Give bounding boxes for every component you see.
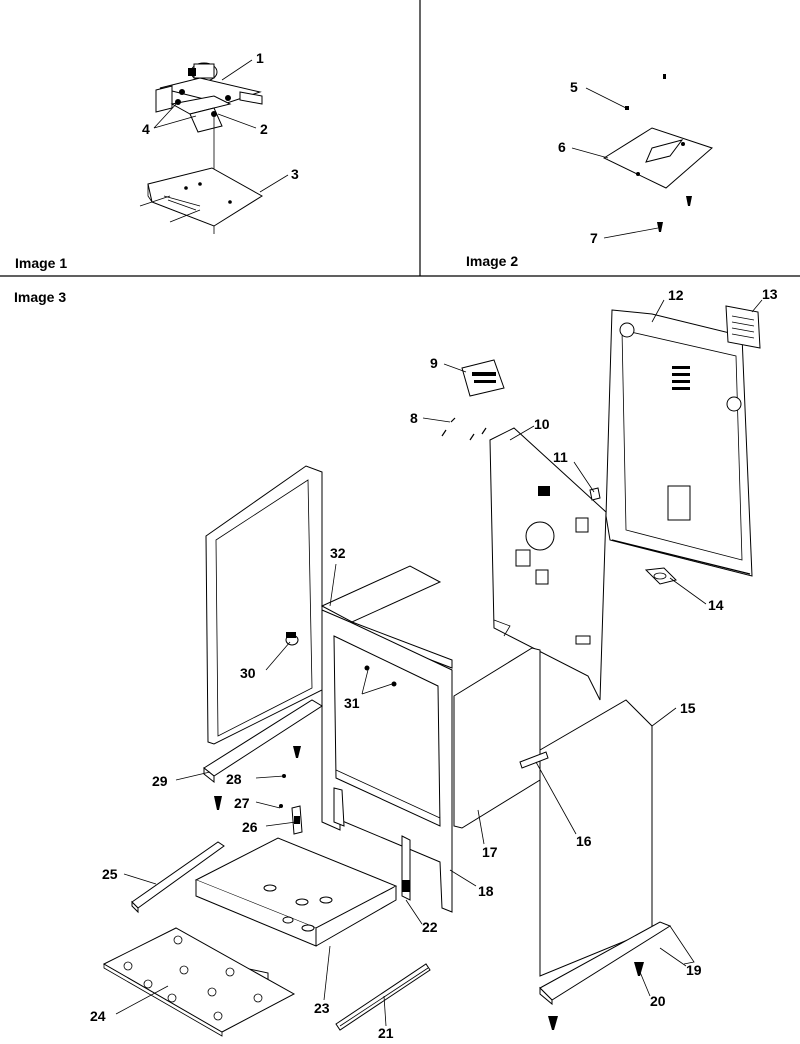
callout-28: 28 [226, 771, 242, 787]
callout-17: 17 [482, 844, 498, 860]
part-31-screws [364, 665, 397, 687]
callout-11: 11 [553, 449, 568, 465]
legs-left [214, 746, 301, 810]
callout-4: 4 [142, 121, 150, 137]
callout-30: 30 [240, 665, 256, 681]
callout-2: 2 [260, 121, 268, 137]
panel-title-image-3: Image 3 [14, 289, 66, 305]
part-27-screw [279, 804, 283, 808]
callout-31: 31 [344, 695, 360, 711]
callout-6: 6 [558, 139, 566, 155]
part-6-bracket [602, 127, 713, 189]
part-26-hinge [291, 805, 303, 835]
callout-26: 26 [242, 819, 258, 835]
callout-19: 19 [686, 962, 702, 978]
image-3-assembly: 12 13 9 8 10 11 14 15 16 17 18 19 20 21 … [90, 286, 778, 1041]
part-10-rear-panel [489, 427, 607, 701]
callout-22: 22 [422, 919, 438, 935]
part-32-top-rail [320, 565, 453, 669]
part-21-kick-rail [335, 963, 431, 1031]
callout-10: 10 [534, 416, 550, 432]
callout-25: 25 [102, 866, 118, 882]
callout-12: 12 [668, 287, 684, 303]
callout-13: 13 [762, 286, 778, 302]
part-1-valve [155, 62, 263, 115]
image-1-assembly: 1 2 3 4 [139, 50, 299, 234]
part-9-terminal-block [461, 359, 505, 397]
callout-27: 27 [234, 795, 250, 811]
part-23-bottom-tray [194, 837, 398, 986]
callout-32: 32 [330, 545, 346, 561]
part-19-base-rail [539, 921, 695, 1006]
callout-3: 3 [291, 166, 299, 182]
leader-lines [115, 299, 763, 1027]
part-16-bracket [519, 751, 549, 769]
part-3-mounting-plate [147, 167, 263, 234]
callout-5: 5 [570, 79, 578, 95]
part-18-front-frame [321, 609, 453, 913]
callout-21: 21 [378, 1025, 394, 1041]
callout-23: 23 [314, 1000, 330, 1016]
part-30-switch [285, 632, 299, 646]
part-22-hinge-bracket [401, 835, 411, 901]
panel-title-image-2: Image 2 [466, 253, 518, 269]
callout-20: 20 [650, 993, 666, 1009]
part-5-screw [625, 106, 629, 110]
part-17-side-panel [453, 647, 541, 829]
callout-24: 24 [90, 1008, 106, 1024]
part-11-clip [589, 487, 601, 501]
image-2-assembly: 5 6 7 [558, 74, 713, 246]
part-2-screw [211, 111, 217, 117]
part-8-screws [441, 417, 487, 441]
part-14-grommet [644, 567, 677, 585]
callout-29: 29 [152, 773, 168, 789]
part-7-screw [657, 196, 692, 232]
panel-title-image-1: Image 1 [15, 255, 67, 271]
callout-15: 15 [680, 700, 696, 716]
part-12-back-panel [605, 309, 753, 577]
part-15-right-side-panel [539, 699, 653, 977]
callout-9: 9 [430, 355, 438, 371]
callout-7: 7 [590, 230, 598, 246]
part-20-leveling-leg [548, 962, 644, 1030]
part-24-base-plate [102, 927, 296, 1037]
part-left-side-panel [205, 465, 323, 745]
callout-14: 14 [708, 597, 724, 613]
part-13-label [725, 305, 761, 349]
callout-16: 16 [576, 833, 592, 849]
callout-1: 1 [256, 50, 264, 66]
part-29-base-rail [203, 699, 323, 784]
callout-18: 18 [478, 883, 494, 899]
callout-8: 8 [410, 410, 418, 426]
part-25-front-rail [131, 841, 225, 914]
